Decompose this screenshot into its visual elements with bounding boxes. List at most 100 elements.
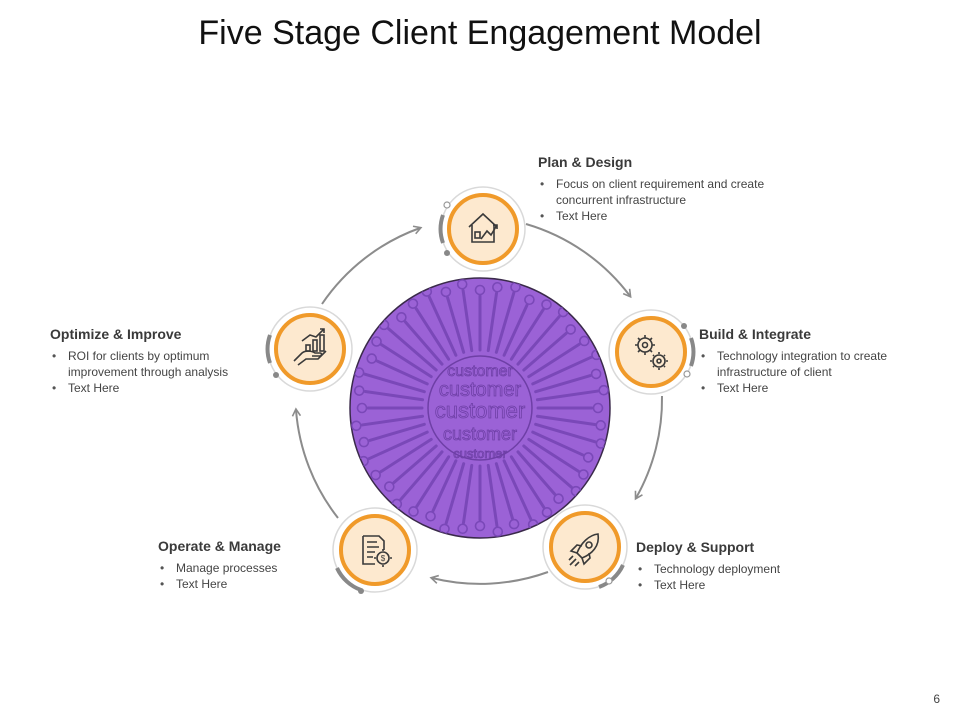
stage-heading: Build & Integrate bbox=[699, 326, 812, 342]
crowd-figure-head bbox=[407, 298, 419, 309]
crowd-figure bbox=[531, 355, 593, 386]
arrow-deploy-to-operate bbox=[429, 571, 549, 585]
crowd-figure-head bbox=[358, 436, 370, 448]
crowd-figure bbox=[392, 444, 438, 485]
hub-circle bbox=[349, 277, 611, 539]
crowd-figure bbox=[368, 422, 426, 442]
crowd-figure bbox=[399, 450, 444, 501]
crowd-figure bbox=[380, 343, 433, 379]
bullet-item: Text Here bbox=[699, 380, 919, 396]
stage-bullets: ROI for clients by optimum improvement t… bbox=[50, 348, 250, 396]
crowd-figure-head bbox=[508, 518, 520, 530]
hub-word-2: customer bbox=[439, 379, 522, 401]
hub-word-1: customer bbox=[447, 363, 513, 380]
arrow-plan-to-build bbox=[525, 223, 632, 299]
stage-text-build-integrate: Build & Integrate Technology integration… bbox=[699, 326, 919, 396]
stage-bullets: Technology integration to create infrast… bbox=[699, 348, 919, 396]
crowd-figure bbox=[375, 359, 429, 386]
bullet-item: Technology integration to create infrast… bbox=[699, 348, 919, 380]
crowd-figure bbox=[431, 459, 458, 513]
bullet-item: Focus on client requirement and create c… bbox=[538, 176, 768, 208]
crowd-figure bbox=[494, 462, 514, 520]
stage-node-operate-manage: $ bbox=[332, 507, 418, 594]
arrow-build-to-deploy bbox=[634, 395, 664, 501]
crowd-figure bbox=[534, 422, 597, 444]
bullet-item: ROI for clients by optimum improvement t… bbox=[50, 348, 250, 380]
crowd-figure bbox=[415, 455, 451, 508]
crowd-figure-head bbox=[350, 420, 362, 432]
crowd-figure bbox=[403, 320, 444, 366]
crowd-figure-head bbox=[541, 299, 552, 310]
stage-bullets: Manage processes Text Here bbox=[158, 560, 328, 592]
stage-node-optimize-improve bbox=[265, 306, 353, 392]
bullet-item: Text Here bbox=[50, 380, 250, 396]
crowd-figure bbox=[527, 342, 581, 379]
crowd-figure-head bbox=[582, 452, 594, 463]
crowd-figure bbox=[427, 295, 458, 357]
crowd-figure bbox=[522, 444, 573, 489]
page-title: Five Stage Client Engagement Model bbox=[198, 14, 762, 52]
crowd-figure-head bbox=[579, 335, 590, 347]
stage-heading: Optimize & Improve bbox=[50, 326, 182, 342]
crowd-figure bbox=[502, 303, 529, 357]
crowd-figure bbox=[379, 437, 433, 474]
svg-text:$: $ bbox=[381, 554, 386, 563]
house-chart-icon bbox=[468, 212, 498, 243]
stage-text-plan-design: Plan & Design Focus on client requiremen… bbox=[538, 154, 768, 224]
crowd-figure bbox=[534, 374, 592, 394]
stage-heading: Operate & Manage bbox=[158, 538, 281, 554]
crowd-figure bbox=[516, 315, 561, 366]
hub-globe: customer customer customer customer cust… bbox=[427, 355, 533, 461]
crowd-figure-head bbox=[384, 481, 395, 492]
crowd-figure-head bbox=[565, 324, 576, 335]
bullet-item: Technology deployment bbox=[636, 561, 856, 577]
crowd-figure bbox=[363, 389, 425, 402]
crowd-figure-head bbox=[457, 523, 468, 535]
customer-hub: customer customer customer customer cust… bbox=[349, 277, 611, 539]
crowd-figure bbox=[486, 291, 499, 353]
crowd-figure-head bbox=[425, 510, 436, 522]
crowd-figure-head bbox=[553, 493, 564, 504]
crowd-figure-head bbox=[353, 385, 365, 396]
crowd-figure bbox=[486, 463, 499, 528]
crowd-figure-head bbox=[595, 420, 607, 431]
crowd-figure bbox=[414, 307, 451, 361]
crowd-figure-head bbox=[456, 278, 468, 290]
crowd-figure bbox=[522, 331, 568, 372]
stage-heading: Plan & Design bbox=[538, 154, 633, 170]
crowd-figure bbox=[444, 462, 466, 525]
crowd-figure-head bbox=[492, 281, 503, 293]
bullet-item: Text Here bbox=[636, 577, 856, 593]
stage-text-deploy-support: Deploy & Support Technology deployment T… bbox=[636, 539, 856, 593]
bullet-item: Text Here bbox=[158, 576, 328, 592]
rocket-icon bbox=[568, 533, 600, 567]
hub-word-4: customer bbox=[443, 424, 517, 444]
crowd-figure bbox=[527, 437, 580, 473]
cycle-arrows bbox=[291, 223, 664, 585]
crowd-figure bbox=[446, 296, 466, 354]
crowd-figure-head bbox=[396, 312, 407, 323]
crowd-figure-head bbox=[598, 384, 610, 396]
stage-node-build-integrate bbox=[608, 309, 696, 395]
crowd-figure bbox=[509, 308, 545, 361]
crowd-figure-head bbox=[371, 336, 382, 347]
crowd-figure-head bbox=[370, 469, 381, 481]
crowd-outline-decoration bbox=[350, 278, 610, 538]
crowd-figure bbox=[363, 372, 426, 394]
crowd-figure-head bbox=[440, 286, 452, 298]
document-gear-icon: $ bbox=[362, 535, 392, 567]
hub-word-3: customer bbox=[435, 398, 525, 423]
arrow-optimize-to-plan bbox=[321, 225, 423, 305]
stage-node-plan-design bbox=[438, 186, 526, 272]
crowd-figure bbox=[387, 327, 438, 372]
crowd-figure bbox=[360, 414, 425, 427]
crowd-figure-head bbox=[541, 507, 553, 518]
stage-bullets: Technology deployment Text Here bbox=[636, 561, 856, 593]
crowd-figure bbox=[531, 430, 585, 457]
crowd-figure-head bbox=[474, 284, 486, 296]
crowd-figure-head bbox=[408, 506, 419, 517]
crowd-figure bbox=[516, 450, 557, 496]
page-number: 6 bbox=[933, 692, 940, 706]
crowd-figure-head bbox=[492, 526, 504, 538]
